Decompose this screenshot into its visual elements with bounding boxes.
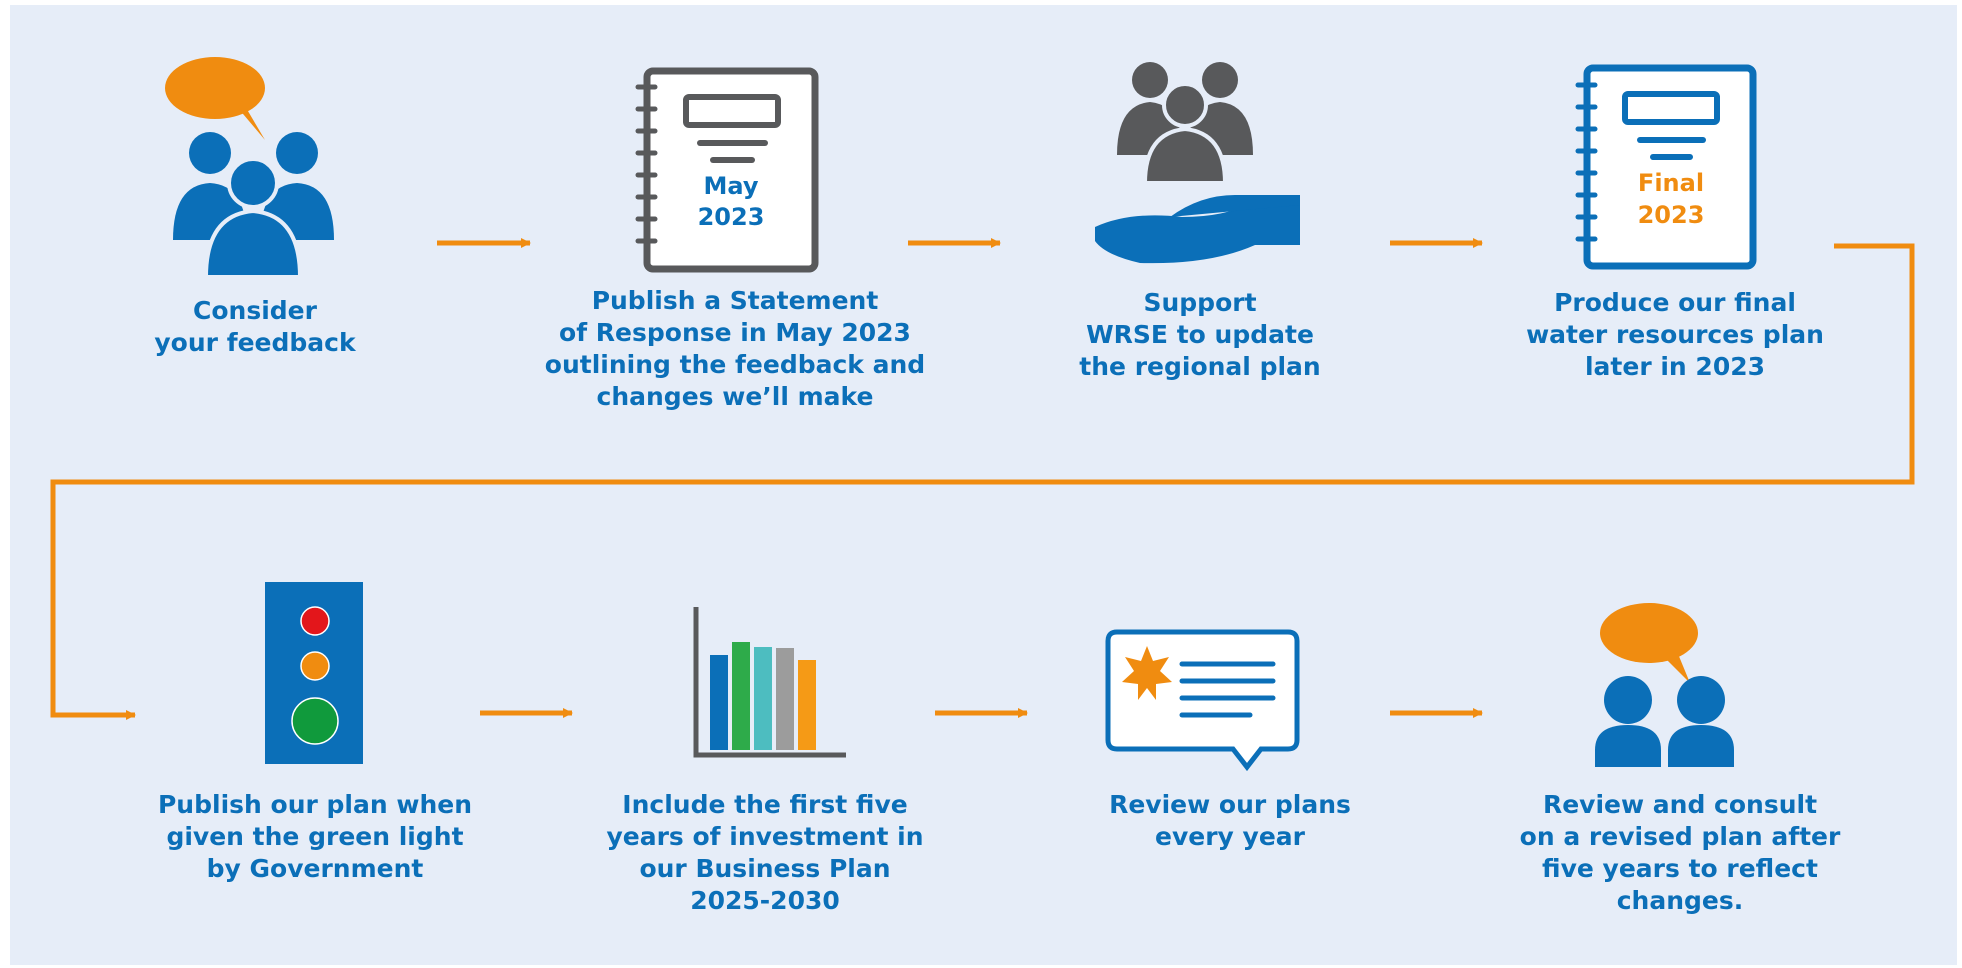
- notebook-may-icon: May 2023: [635, 67, 819, 273]
- step-label-publish-plan: Publish our plan when given the green li…: [157, 790, 473, 883]
- traffic-light-icon: [265, 582, 363, 764]
- bar-chart-icon-bar: [732, 642, 750, 750]
- step-label-statement-of-response: Publish a Statement of Response in May 2…: [544, 286, 926, 411]
- notebook-month-text: May: [704, 172, 759, 200]
- people-speech-icon: [165, 57, 334, 279]
- bar-chart-icon: [693, 607, 846, 758]
- step-label-support-wrse: Support WRSE to update the regional plan: [1079, 288, 1321, 381]
- process-flow-diagram: May 2023 Final 2023: [50, 57, 1915, 772]
- step-label-business-plan: Include the first five years of investme…: [606, 790, 924, 915]
- bar-chart-icon-bar: [710, 655, 728, 750]
- bar-chart-icon-bar: [798, 660, 816, 750]
- step-label-final-plan: Produce our final water resources plan l…: [1526, 288, 1824, 381]
- bar-chart-icon-bar: [754, 647, 772, 750]
- diagram-canvas: May 2023 Final 2023: [10, 5, 1957, 965]
- step-label-review-plans: Review our plans every year: [1109, 790, 1351, 851]
- notebook-year-text: 2023: [698, 203, 765, 231]
- notebook-final-year-text: 2023: [1638, 201, 1705, 229]
- connector-4-5: [50, 243, 1915, 720]
- bar-chart-icon-bar: [776, 648, 794, 750]
- step-label-consider-feedback: Consider your feedback: [154, 296, 356, 357]
- hand-holding-group-icon: [1095, 62, 1300, 264]
- notebook-final-icon: Final 2023: [1575, 64, 1757, 270]
- notebook-final-text: Final: [1638, 169, 1704, 197]
- flow-connectors: [50, 238, 1915, 720]
- two-people-speech-icon: [1595, 603, 1734, 767]
- step-label-revised-plan: Review and consult on a revised plan aft…: [1519, 790, 1841, 915]
- speech-bubble-star-icon: [1105, 629, 1300, 772]
